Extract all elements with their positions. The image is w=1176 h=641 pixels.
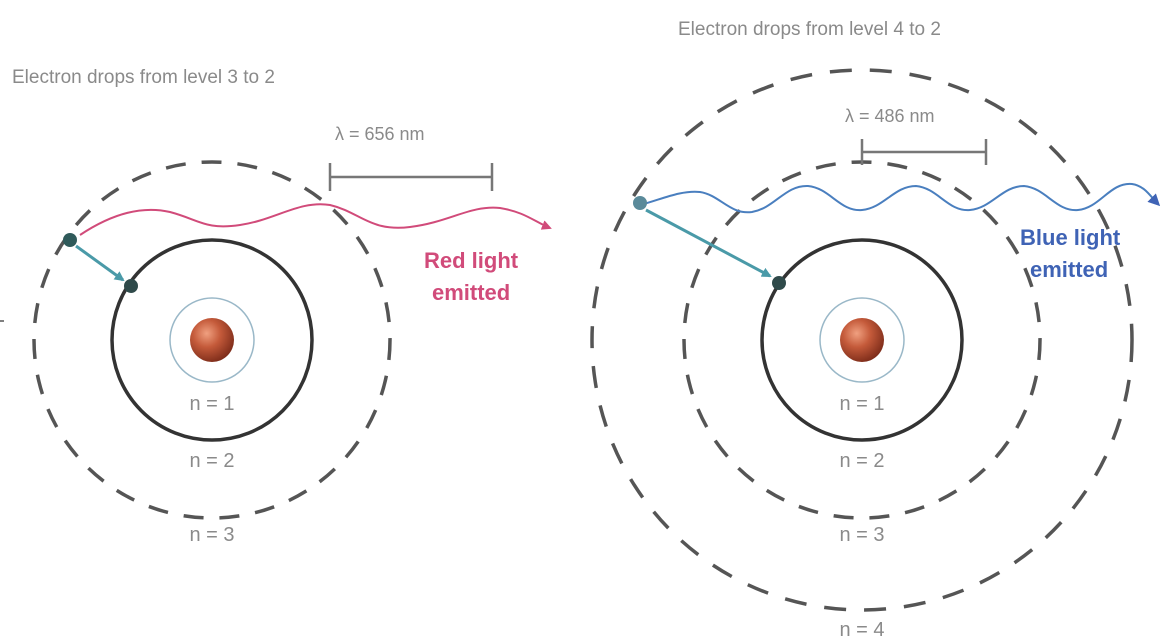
right-orbit-label-n4: n = 4	[839, 619, 884, 641]
left-transition-arrow	[75, 244, 125, 282]
right-electron-start	[633, 196, 647, 210]
left-electron-start	[63, 233, 77, 247]
left-panel: Electron drops from level 3 to 2 λ = 656…	[12, 67, 552, 546]
right-emission-label-line1: Blue light	[1020, 225, 1121, 250]
left-photon-wave	[79, 203, 552, 236]
left-orbit-label-n3: n = 3	[189, 524, 234, 546]
left-emission-label-line2: emitted	[432, 280, 510, 305]
left-wavelength-bracket	[328, 163, 494, 191]
left-wavelength-label: λ = 656 nm	[335, 124, 425, 144]
right-panel: Electron drops from level 4 to 2 λ = 486…	[590, 19, 1161, 641]
right-panel-title: Electron drops from level 4 to 2	[678, 19, 941, 40]
right-orbit-label-n3: n = 3	[839, 524, 884, 546]
right-wavelength-label: λ = 486 nm	[845, 106, 935, 126]
left-orbit-label-n2: n = 2	[189, 450, 234, 472]
left-emission-label-line1: Red light	[424, 248, 519, 273]
right-orbit-n4	[590, 68, 1134, 612]
right-orbit-n2	[760, 238, 964, 442]
left-orbit-label-n1: n = 1	[189, 393, 234, 415]
left-orbit-n3	[32, 160, 392, 520]
right-transition-arrow	[645, 208, 772, 278]
right-photon-wave	[639, 182, 1161, 214]
right-orbit-n1	[819, 297, 905, 383]
right-nucleus	[840, 318, 884, 362]
left-orbit-n1	[169, 297, 255, 383]
right-orbit-label-n2: n = 2	[839, 450, 884, 472]
right-orbit-label-n1: n = 1	[839, 393, 884, 415]
right-wavelength-bracket	[860, 139, 988, 165]
left-orbit-n2	[110, 238, 314, 442]
right-electron-end	[772, 276, 786, 290]
left-nucleus	[190, 318, 234, 362]
left-panel-title: Electron drops from level 3 to 2	[12, 67, 275, 88]
left-electron-end	[124, 279, 138, 293]
right-emission-label-line2: emitted	[1030, 257, 1108, 282]
